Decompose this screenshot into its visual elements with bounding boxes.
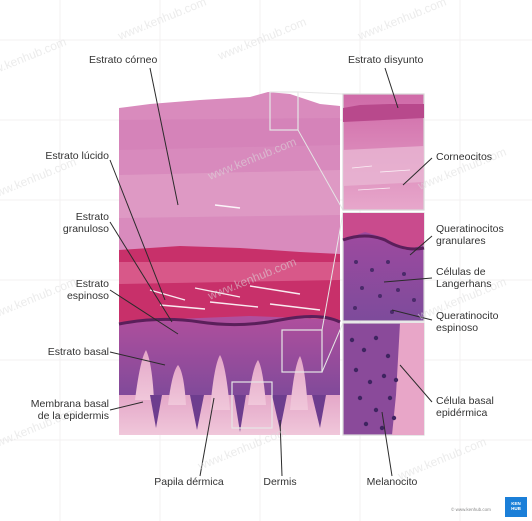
inset-granular-spinous	[343, 213, 424, 321]
label-estrato-disyunto: Estrato disyunto	[348, 54, 423, 66]
label-melanocito: Melanocito	[352, 476, 432, 488]
label-estrato-lucido: Estrato lúcido	[4, 150, 109, 162]
label-papila-dermica: Papila dérmica	[138, 476, 240, 488]
label-estrato-basal: Estrato basal	[4, 346, 109, 358]
watermark-text: www.kenhub.com	[0, 35, 68, 84]
kenhub-logo: KEN HUB	[505, 497, 527, 517]
label-line: Queratinocito	[436, 310, 498, 322]
label-line: Células de	[436, 266, 491, 278]
label-line: Célula basal	[436, 395, 494, 407]
label-celula-basal: Célula basal epidérmica	[436, 395, 494, 419]
label-queratinocito-espinoso: Queratinocito espinoso	[436, 310, 498, 334]
label-line: Membrana basal	[4, 398, 109, 410]
label-corneocitos: Corneocitos	[436, 151, 492, 163]
label-estrato-espinoso: Estrato espinoso	[4, 278, 109, 302]
inset-stratum-disjunctum	[343, 94, 424, 210]
label-line: Estrato	[4, 278, 109, 290]
label-membrana-basal: Membrana basal de la epidermis	[4, 398, 109, 422]
label-line: Langerhans	[436, 278, 491, 290]
label-line: de la epidermis	[4, 410, 109, 422]
label-line: granulares	[436, 235, 504, 247]
label-line: granuloso	[4, 223, 109, 235]
main-micrograph	[119, 92, 343, 435]
label-estrato-granuloso: Estrato granuloso	[4, 211, 109, 235]
logo-line: HUB	[505, 506, 527, 511]
label-line: espinoso	[436, 322, 498, 334]
watermark-text: www.kenhub.com	[115, 0, 208, 43]
label-celulas-langerhans: Células de Langerhans	[436, 266, 491, 290]
label-line: Queratinocitos	[436, 223, 504, 235]
label-line: espinoso	[4, 290, 109, 302]
label-estrato-corneo: Estrato córneo	[89, 54, 157, 66]
label-queratinocitos-granulares: Queratinocitos granulares	[436, 223, 504, 247]
label-dermis: Dermis	[250, 476, 310, 488]
watermark-text: www.kenhub.com	[215, 15, 308, 64]
label-line: epidérmica	[436, 407, 494, 419]
watermark-text: www.kenhub.com	[355, 0, 448, 43]
footer-watermark: © www.kenhub.com	[451, 507, 491, 512]
label-line: Estrato	[4, 211, 109, 223]
